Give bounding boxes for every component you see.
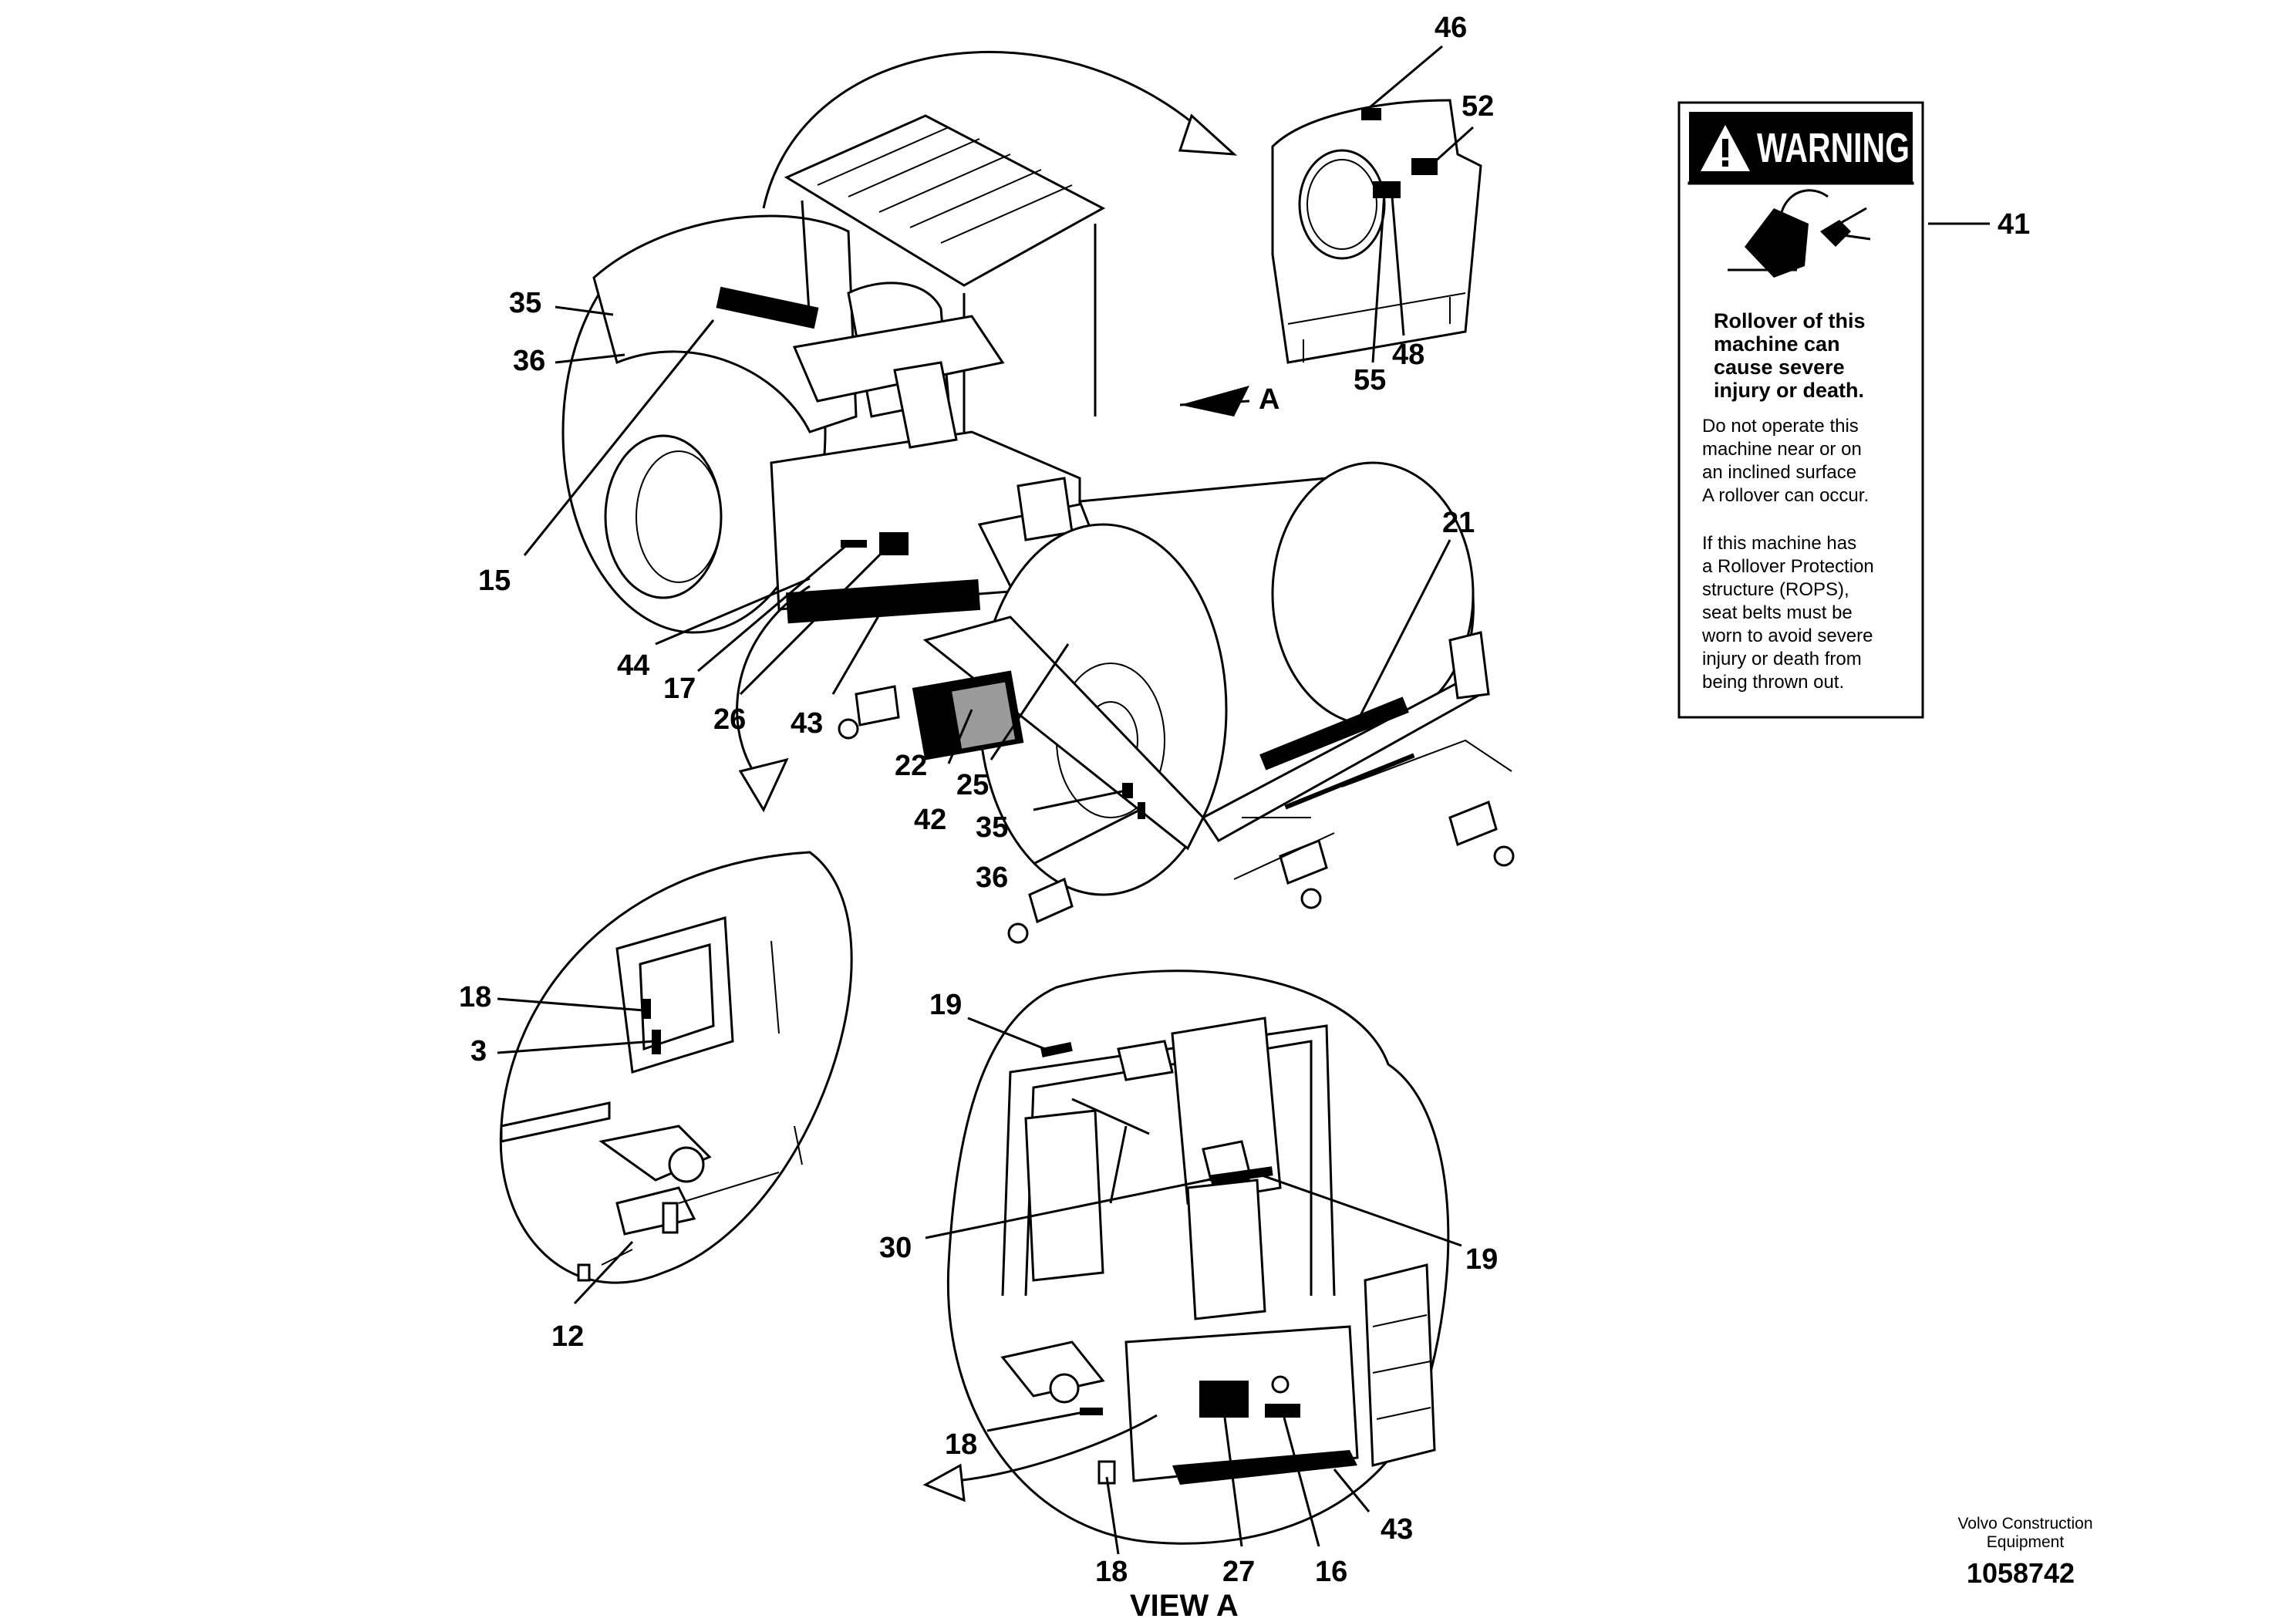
- warning-para2-6: injury or death from: [1702, 649, 1862, 669]
- warning-para1-3: an inclined surface: [1702, 462, 1856, 483]
- callout-19-right: 19: [1465, 1243, 1498, 1276]
- callout-35-lower: 35: [976, 811, 1008, 844]
- warning-headline-2: machine can: [1714, 332, 1840, 356]
- warning-para2-1: If this machine has: [1702, 533, 1856, 554]
- callout-16: 16: [1315, 1556, 1347, 1588]
- warning-para2-2: a Rollover Protection: [1702, 556, 1874, 577]
- callout-22: 22: [895, 750, 927, 782]
- document-number: 1058742: [1967, 1557, 2075, 1589]
- credit-line-1: Volvo Construction: [1957, 1515, 2092, 1533]
- warning-decal: WARNING Rollover of this machine can cau…: [1677, 101, 1924, 719]
- callout-17: 17: [663, 673, 696, 705]
- callout-30: 30: [879, 1232, 912, 1264]
- callout-21: 21: [1442, 507, 1475, 539]
- callout-41: 41: [1998, 208, 2030, 241]
- callout-18-detail: 18: [459, 981, 491, 1013]
- warning-para1-4: A rollover can occur.: [1702, 485, 1869, 506]
- rollover-pictogram: [1728, 189, 1871, 278]
- warning-para2-3: structure (ROPS),: [1702, 579, 1849, 600]
- callout-35-upper: 35: [509, 287, 541, 319]
- warning-headline-1: Rollover of this: [1714, 309, 1866, 332]
- document-credit: Volvo Construction Equipment 1058742: [1957, 1515, 2092, 1589]
- callout-48: 48: [1392, 339, 1424, 371]
- callout-55: 55: [1354, 364, 1386, 396]
- hood-panel-illustration: [1271, 99, 1482, 364]
- credit-line-2: Equipment: [1987, 1533, 2065, 1551]
- callout-27: 27: [1222, 1556, 1255, 1588]
- warning-para1-2: machine near or on: [1702, 439, 1862, 460]
- warning-headline-4: injury or death.: [1714, 379, 1864, 402]
- callout-44: 44: [617, 649, 649, 682]
- warning-para2-7: being thrown out.: [1702, 672, 1844, 693]
- warning-para2-5: worn to avoid severe: [1701, 626, 1873, 646]
- callout-A: A: [1259, 383, 1279, 416]
- callout-52: 52: [1462, 90, 1494, 123]
- warning-title: WARNING: [1757, 125, 1910, 171]
- callout-46: 46: [1435, 12, 1467, 44]
- callout-43-upper: 43: [791, 707, 823, 740]
- callout-19-left: 19: [929, 989, 962, 1021]
- callout-3: 3: [470, 1035, 487, 1067]
- callout-36-lower: 36: [976, 862, 1008, 894]
- warning-para1-1: Do not operate this: [1702, 416, 1859, 437]
- callout-26: 26: [713, 703, 746, 736]
- leader-lines: [497, 45, 1990, 1555]
- callout-12: 12: [551, 1320, 584, 1353]
- callout-43-lower: 43: [1381, 1513, 1413, 1546]
- callout-15: 15: [478, 565, 511, 597]
- view-a-illustration: [922, 969, 1450, 1545]
- callout-25: 25: [956, 769, 989, 801]
- callout-18-bottom: 18: [1095, 1556, 1128, 1588]
- callout-36-upper: 36: [513, 345, 545, 377]
- callout-labels: 46 52 55 48 41 35 36 15 44 17 26 43 22 4…: [459, 12, 2030, 1588]
- callout-42: 42: [914, 804, 946, 836]
- rear-detail-illustration: [499, 851, 853, 1284]
- callout-18-view-a: 18: [945, 1428, 977, 1461]
- warning-headline-3: cause severe: [1714, 356, 1845, 379]
- warning-para2-4: seat belts must be: [1702, 602, 1853, 623]
- view-a-label: VIEW A: [1130, 1589, 1239, 1622]
- roller-machine-illustration: [561, 50, 1515, 944]
